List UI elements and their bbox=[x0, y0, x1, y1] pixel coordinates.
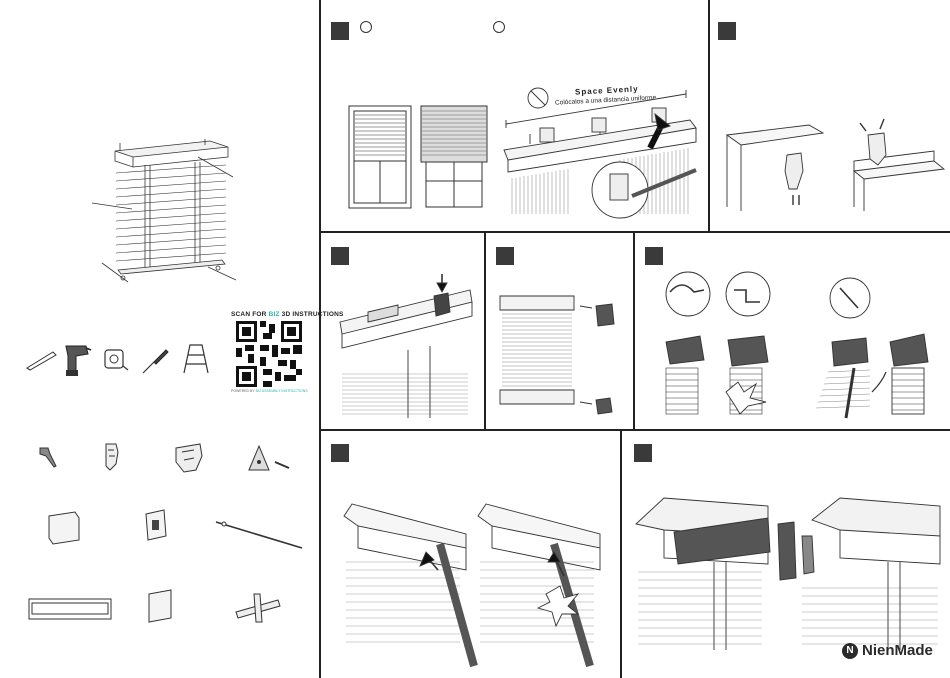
qr-powered-prefix: POWERED BY bbox=[231, 389, 256, 393]
step-badge-1 bbox=[331, 22, 349, 40]
qr-caption: SCAN FOR BIZ 3D INSTRUCTIONS bbox=[231, 311, 344, 318]
divider-step6-step7 bbox=[620, 430, 622, 678]
screwdriver-icon bbox=[140, 346, 170, 376]
step-ladder-icon bbox=[180, 343, 210, 375]
qr-powered-highlight: BIZ ASSEMBLY INSTRUCTIONS bbox=[256, 389, 308, 393]
screw-icon bbox=[38, 446, 58, 468]
outside-mount-bracket-install-illustration bbox=[850, 115, 946, 213]
drill-icon bbox=[62, 342, 92, 378]
valance-clip-icon bbox=[142, 508, 170, 542]
step1-option-b-circle[interactable] bbox=[493, 21, 505, 33]
divider-step3-step4 bbox=[484, 232, 486, 430]
mounting-bracket-icon bbox=[172, 442, 206, 476]
qr-powered-by: POWERED BY BIZ ASSEMBLY INSTRUCTIONS bbox=[231, 389, 308, 393]
valance-return-icon bbox=[145, 588, 175, 624]
brand-name: NienMade bbox=[862, 642, 933, 659]
pencil-icon bbox=[25, 350, 57, 370]
divider-step4-step5 bbox=[633, 232, 635, 430]
step3-headrail-snap-illustration bbox=[338, 270, 478, 420]
valance-icon bbox=[28, 598, 112, 620]
outside-mount-window-illustration bbox=[420, 105, 488, 209]
qr-caption-prefix: SCAN FOR bbox=[231, 311, 269, 318]
step4-end-caps-illustration bbox=[498, 280, 628, 420]
divider-step1-step2 bbox=[708, 0, 710, 232]
step-badge-4 bbox=[496, 247, 514, 265]
step-badge-5 bbox=[645, 247, 663, 265]
wand-icon bbox=[212, 518, 306, 552]
inside-mount-window-illustration bbox=[348, 105, 412, 209]
tape-measure-icon bbox=[103, 348, 129, 374]
headrail-bracket-spacing-illustration bbox=[500, 84, 700, 218]
valance-corner-icon bbox=[232, 590, 284, 626]
step5-headrail-mount-release-illustration bbox=[660, 272, 945, 422]
divider-row2 bbox=[319, 429, 950, 431]
step-badge-3 bbox=[331, 247, 349, 265]
brand-logo-letter: N bbox=[846, 645, 853, 656]
step7-valance-install-illustration bbox=[634, 492, 944, 652]
end-cap-icon bbox=[45, 508, 85, 548]
step1-option-a-circle[interactable] bbox=[360, 21, 372, 33]
qr-caption-suffix: 3D INSTRUCTIONS bbox=[280, 311, 344, 318]
hold-down-bracket-icon bbox=[245, 444, 293, 474]
divider-left-column bbox=[319, 0, 321, 678]
step6-wand-attach-illustration bbox=[342, 490, 612, 670]
inside-mount-bracket-install-illustration bbox=[725, 115, 825, 213]
qr-caption-highlight: BIZ bbox=[269, 311, 280, 318]
step-badge-2 bbox=[718, 22, 736, 40]
spacer-bracket-icon bbox=[100, 442, 124, 472]
step-badge-7 bbox=[634, 444, 652, 462]
step-badge-6 bbox=[331, 444, 349, 462]
brand-logo-badge: N bbox=[842, 643, 858, 659]
blind-overview-illustration bbox=[90, 135, 240, 290]
qr-code[interactable] bbox=[236, 321, 302, 387]
